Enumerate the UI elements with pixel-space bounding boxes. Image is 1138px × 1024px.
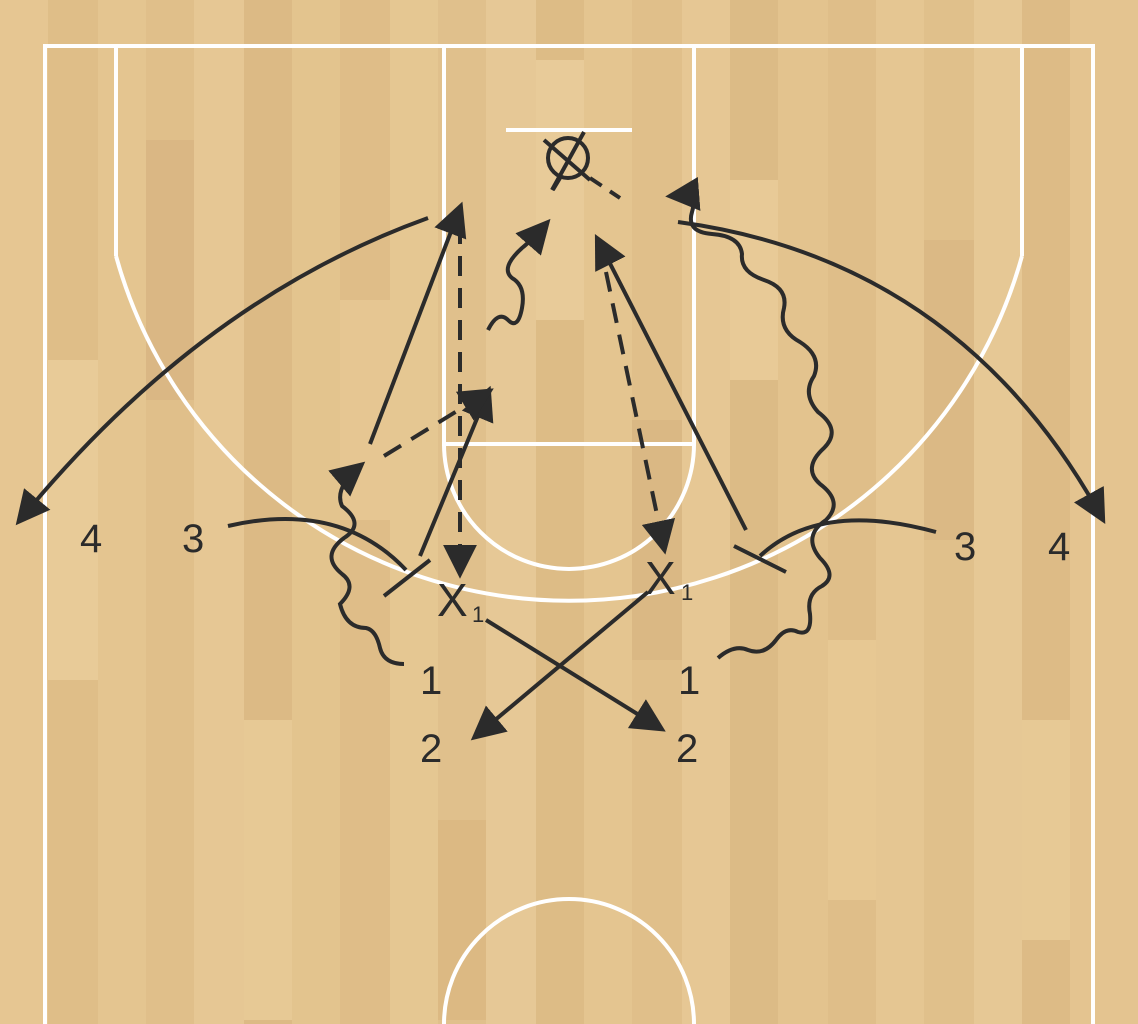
- player-right-corner: 4: [1048, 525, 1070, 569]
- screen-right: [733, 544, 787, 574]
- shot-line-b: [546, 176, 562, 200]
- cut-line-left-2: [484, 618, 666, 732]
- player-left-guard: 1: [420, 659, 442, 703]
- player-right-wing: 3: [954, 525, 976, 569]
- defender-left-mark: X: [437, 574, 468, 626]
- three-point-arc: [114, 255, 1024, 603]
- screen-left: [382, 558, 432, 598]
- play-lines: [15, 176, 1106, 741]
- free-throw-circle: [442, 443, 696, 571]
- player-left-wing: 3: [182, 517, 204, 561]
- player-right-back: 2: [676, 727, 698, 771]
- dribble-line-center: [486, 218, 551, 331]
- defender-right-number: 1: [681, 580, 693, 605]
- cut-line-left-4: [15, 216, 429, 526]
- player-right-guard: 1: [678, 659, 700, 703]
- cut-line-right-2: [470, 590, 650, 741]
- defender-right: X 1: [645, 552, 693, 605]
- center-circle: [442, 897, 696, 1024]
- defender-left: X 1: [437, 574, 484, 627]
- shot-line: [588, 176, 622, 200]
- cut-line-left-3: [227, 516, 408, 572]
- cut-line-right-a: [594, 233, 748, 531]
- cut-line-left-a: [368, 201, 467, 445]
- player-left-back: 2: [420, 727, 442, 771]
- pass-line-right: [604, 271, 676, 555]
- court-lines: [43, 44, 1095, 1024]
- dribble-line-left: [328, 461, 405, 666]
- defender-right-mark: X: [645, 552, 676, 604]
- defender-left-number: 1: [472, 602, 484, 627]
- cut-line-right-4: [677, 220, 1106, 524]
- dribble-line-right: [665, 176, 836, 660]
- cut-line-right-3: [758, 518, 937, 558]
- player-left-corner: 4: [80, 517, 102, 561]
- pass-line-left-diagonal: [382, 388, 494, 458]
